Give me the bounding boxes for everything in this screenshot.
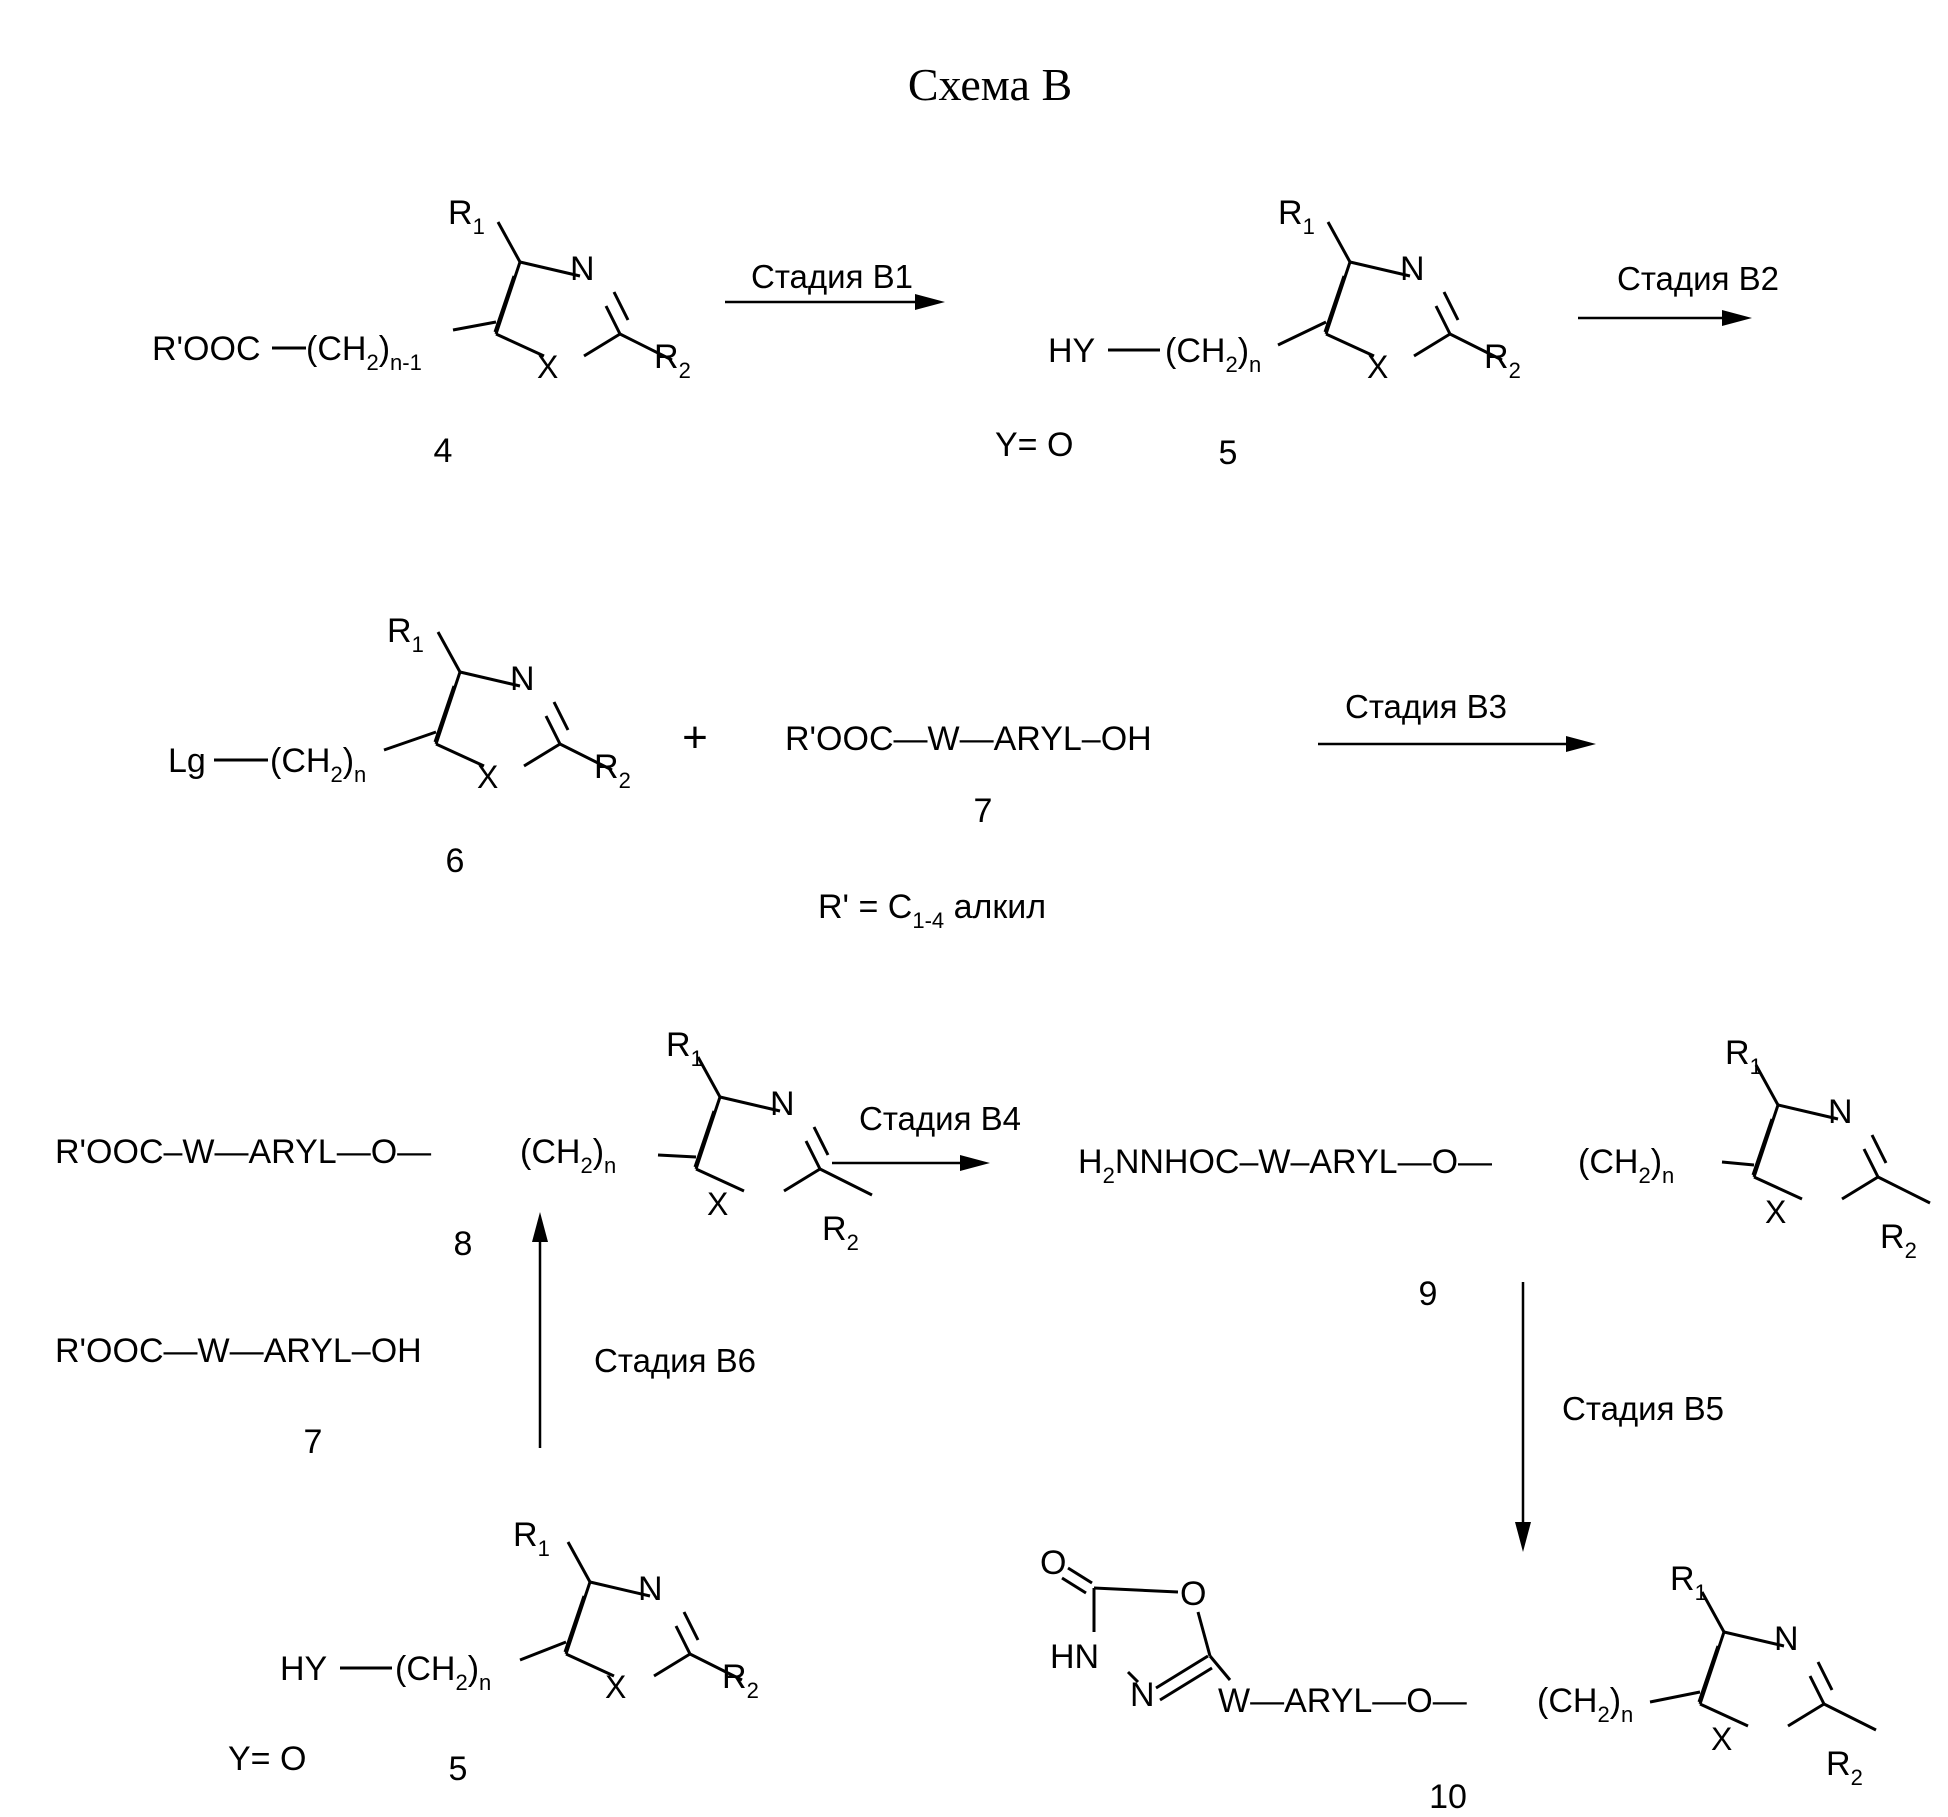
plus-sign: + bbox=[682, 713, 708, 762]
ch2-chain: (CH2)n bbox=[395, 1650, 491, 1695]
r2-label: R2 bbox=[594, 748, 631, 793]
y-note: Y= O bbox=[228, 1740, 306, 1778]
r1-label: R1 bbox=[1278, 194, 1315, 239]
hn-atom: HN bbox=[1050, 1638, 1099, 1676]
ch2-chain: (CH2)n bbox=[1578, 1143, 1674, 1188]
compound-number: 4 bbox=[434, 432, 453, 470]
x-atom: X bbox=[1711, 1721, 1732, 1757]
r2-label: R2 bbox=[822, 1210, 859, 1255]
hy-prefix: HY bbox=[280, 1650, 327, 1688]
n-atom: N bbox=[1828, 1093, 1853, 1131]
arrow-stage-b2: Стадия В2 bbox=[1578, 260, 1779, 326]
hy-prefix: HY bbox=[1048, 332, 1095, 370]
n-atom: N bbox=[570, 250, 595, 288]
arrow-stage-b6: Стадия В6 bbox=[532, 1212, 756, 1448]
compound-7-repeat: R'OOC—W—ARYL–OH 7 bbox=[55, 1332, 422, 1461]
stage-label: Стадия В2 bbox=[1617, 260, 1779, 297]
compound-9: R1 N X R2 H2NNHOC–W–ARYL—O— (CH2)n 9 bbox=[1078, 1034, 1930, 1313]
n-atom: N bbox=[770, 1085, 795, 1123]
x-atom: X bbox=[477, 759, 498, 795]
arrow-stage-b4: Стадия В4 bbox=[832, 1100, 1021, 1171]
stage-label: Стадия В1 bbox=[751, 258, 913, 295]
stage-label: Стадия В6 bbox=[594, 1342, 756, 1379]
n-atom: N bbox=[1774, 1620, 1799, 1658]
compound-number: 7 bbox=[974, 792, 993, 830]
stage-label: Стадия В3 bbox=[1345, 688, 1507, 725]
n-atom: N bbox=[510, 660, 535, 698]
compound-number: 5 bbox=[449, 1750, 468, 1788]
carbonyl-o: O bbox=[1040, 1544, 1066, 1582]
r1-label: R1 bbox=[448, 194, 485, 239]
arrow-stage-b3: Стадия В3 bbox=[1318, 688, 1596, 752]
r2-label: R2 bbox=[1880, 1218, 1917, 1263]
compound-number: 9 bbox=[1419, 1275, 1438, 1313]
formula: R'OOC—W—ARYL–OH bbox=[55, 1332, 422, 1370]
ch2-chain: (CH2)n bbox=[1165, 332, 1261, 377]
ch2-chain: (CH2)n bbox=[520, 1133, 616, 1178]
x-atom: X bbox=[1367, 349, 1388, 385]
compound-number: 7 bbox=[304, 1423, 323, 1461]
r1-label: R1 bbox=[666, 1026, 703, 1071]
x-atom: X bbox=[1765, 1194, 1786, 1230]
compound-10: O O HN N W—ARYL—O— (CH2)n R1 N X R2 10 bbox=[1040, 1544, 1876, 1816]
formula: H2NNHOC–W–ARYL—O— bbox=[1078, 1143, 1492, 1188]
r1-label: R1 bbox=[387, 612, 424, 657]
formula: R'OOC–W—ARYL—O— bbox=[55, 1133, 431, 1171]
formula: R'OOC—W—ARYL–OH bbox=[785, 720, 1152, 758]
ch2-chain: (CH2)n-1 bbox=[306, 330, 422, 375]
compound-number: 8 bbox=[454, 1225, 473, 1263]
formula: W—ARYL—O— bbox=[1218, 1682, 1467, 1720]
ester-prefix: R'OOC bbox=[152, 330, 261, 368]
compound-8: R1 N X R2 R'OOC–W—ARYL—O— (CH2)n 8 bbox=[55, 1026, 872, 1263]
n-atom: N bbox=[1400, 250, 1425, 288]
r1-label: R1 bbox=[513, 1516, 550, 1561]
compound-5: R1 N X R2 HY (CH2)n Y= O 5 bbox=[995, 194, 1521, 472]
n-atom: N bbox=[638, 1570, 663, 1608]
compound-4: R1 N X R2 R'OOC (CH2)n-1 4 bbox=[152, 194, 691, 470]
x-atom: X bbox=[537, 349, 558, 385]
r2-label: R2 bbox=[1484, 338, 1521, 383]
ch2-chain: (CH2)n bbox=[270, 742, 366, 787]
r2-label: R2 bbox=[654, 338, 691, 383]
compound-number: 6 bbox=[446, 842, 465, 880]
arrow-stage-b5: Стадия В5 bbox=[1515, 1282, 1724, 1552]
stage-label: Стадия В5 bbox=[1562, 1390, 1724, 1427]
r1-label: R1 bbox=[1725, 1034, 1762, 1079]
arrow-stage-b1: Стадия В1 bbox=[725, 258, 945, 310]
stage-label: Стадия В4 bbox=[859, 1100, 1021, 1137]
ring-o: O bbox=[1180, 1575, 1206, 1613]
lg-prefix: Lg bbox=[168, 742, 206, 780]
x-atom: X bbox=[605, 1669, 626, 1705]
compound-5-repeat: R1 N X R2 HY (CH2)n Y= O 5 bbox=[228, 1516, 759, 1788]
compound-7: R'OOC—W—ARYL–OH 7 R' = C1-4 алкил bbox=[785, 720, 1152, 933]
compound-number: 10 bbox=[1429, 1778, 1467, 1816]
y-note: Y= O bbox=[995, 426, 1073, 464]
scheme-title: Схема В bbox=[908, 59, 1072, 110]
r2-label: R2 bbox=[1826, 1745, 1863, 1790]
r2-label: R2 bbox=[722, 1658, 759, 1703]
compound-6: R1 N X R2 Lg (CH2)n 6 bbox=[168, 612, 631, 880]
ring-n: N bbox=[1130, 1676, 1155, 1714]
ch2-chain: (CH2)n bbox=[1537, 1682, 1633, 1727]
compound-number: 5 bbox=[1219, 434, 1238, 472]
r1-label: R1 bbox=[1670, 1560, 1707, 1605]
r-prime-note: R' = C1-4 алкил bbox=[818, 888, 1046, 933]
x-atom: X bbox=[707, 1186, 728, 1222]
